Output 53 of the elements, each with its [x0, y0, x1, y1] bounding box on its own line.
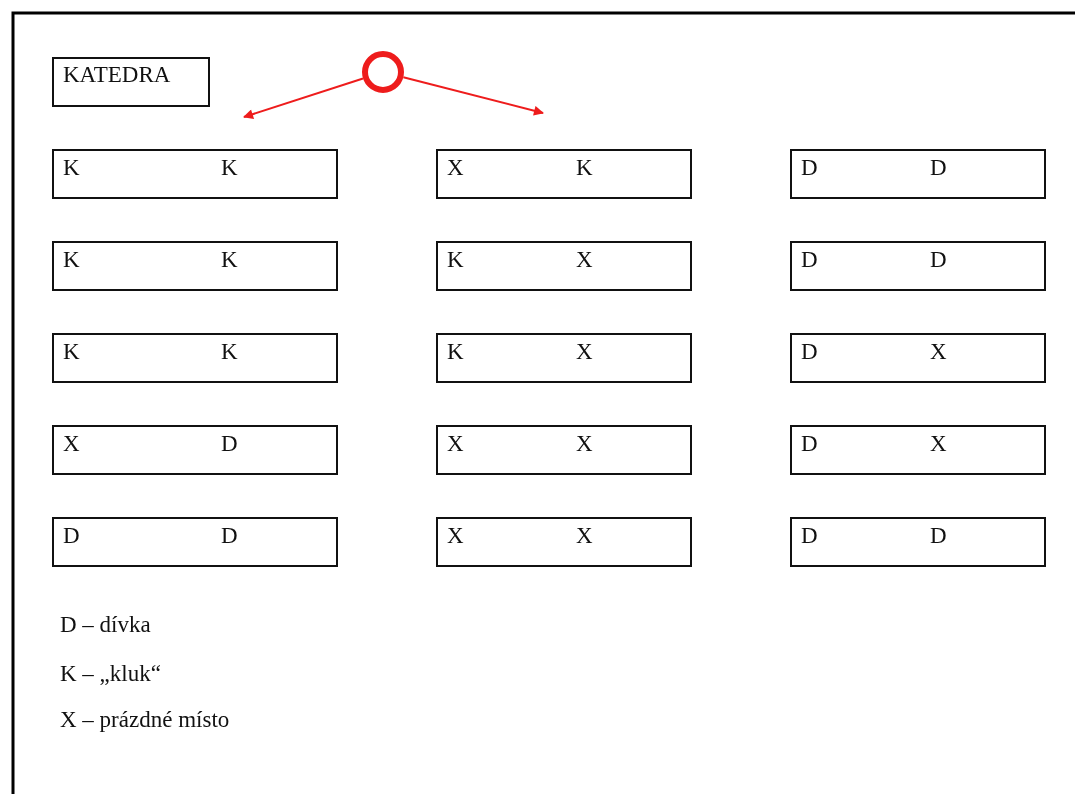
seat-letter: D	[930, 248, 947, 271]
seat-letter: D	[63, 524, 80, 547]
seat-letter: D	[801, 524, 818, 547]
seat-letter: K	[447, 340, 464, 363]
seat-letter: X	[576, 248, 593, 271]
circle-marker	[362, 51, 404, 93]
seat-letter: X	[63, 432, 80, 455]
seat-letter: X	[576, 524, 593, 547]
desk-box	[436, 333, 692, 383]
seat-letter: K	[63, 156, 80, 179]
desk-box	[790, 517, 1046, 567]
seat-letter: D	[221, 524, 238, 547]
arrow	[243, 77, 364, 119]
desk-box	[52, 517, 338, 567]
seat-letter: D	[801, 248, 818, 271]
desk-box	[52, 425, 338, 475]
seat-letter: K	[221, 340, 238, 363]
seat-letter: K	[63, 248, 80, 271]
seat-letter: K	[221, 156, 238, 179]
desk-box	[52, 149, 338, 199]
desk-box	[436, 425, 692, 475]
teacher-desk-box	[52, 57, 210, 107]
seat-letter: X	[576, 340, 593, 363]
seat-letter: K	[221, 248, 238, 271]
seat-letter: X	[930, 340, 947, 363]
seat-letter: D	[801, 340, 818, 363]
desk-box	[436, 517, 692, 567]
seat-letter: X	[576, 432, 593, 455]
desk-box	[436, 149, 692, 199]
seat-letter: X	[930, 432, 947, 455]
arrow	[402, 76, 544, 116]
legend-note: D – dívka	[60, 612, 151, 638]
seat-letter: D	[221, 432, 238, 455]
desk-box	[790, 425, 1046, 475]
seat-letter: D	[801, 156, 818, 179]
seat-letter: K	[447, 248, 464, 271]
seat-letter: D	[930, 524, 947, 547]
seat-letter: D	[930, 156, 947, 179]
desk-box	[52, 241, 338, 291]
legend-note: K – „kluk“	[60, 661, 161, 687]
legend-note: X – prázdné místo	[60, 707, 230, 733]
seat-letter: X	[447, 432, 464, 455]
desk-box	[52, 333, 338, 383]
seat-letter: X	[447, 524, 464, 547]
desk-box	[790, 149, 1046, 199]
desk-box	[790, 241, 1046, 291]
desk-box	[790, 333, 1046, 383]
desk-label: KATEDRA	[63, 63, 171, 86]
seat-letter: K	[576, 156, 593, 179]
seat-letter: K	[63, 340, 80, 363]
seat-letter: X	[447, 156, 464, 179]
seat-letter: D	[801, 432, 818, 455]
desk-box	[436, 241, 692, 291]
